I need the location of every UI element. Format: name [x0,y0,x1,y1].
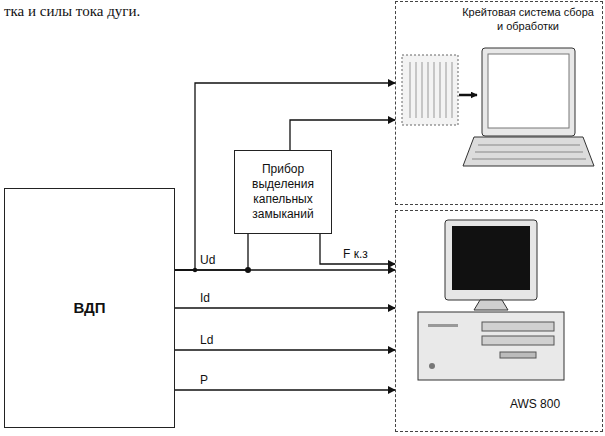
laptop-picture [463,48,594,166]
crate-system-box: Крейтовая система сбора и обработки [395,1,603,205]
signal-line [290,120,395,150]
signal-line [320,234,395,264]
node-title: ВДП [73,299,105,318]
signal-line [175,234,248,270]
signal-line [175,389,395,390]
node-title: AWS 800 [500,397,570,412]
signal-line [175,349,395,350]
data-arrow [459,94,477,97]
signal-label: P [199,373,209,387]
workstation-box: AWS 800 [395,210,603,432]
node-title: Прибор выделения капельных замыканий [239,162,327,222]
furnace-box: ВДП [4,188,175,428]
page-text-fragment: тка и силы тока дуги. [4,2,140,20]
signal-label: Ld [199,333,214,347]
signal-label: Ud [199,253,216,267]
signal-label: Id [199,291,211,305]
monitor-picture [445,220,537,310]
signal-label: F к.з [342,247,369,261]
signal-line [175,83,395,270]
computer-unit-picture [418,312,564,380]
node-title: Крейтовая система сбора и обработки [458,6,598,34]
signal-line [175,307,395,308]
crate-device [402,55,458,125]
detector-box: Прибор выделения капельных замыканий [234,150,332,234]
